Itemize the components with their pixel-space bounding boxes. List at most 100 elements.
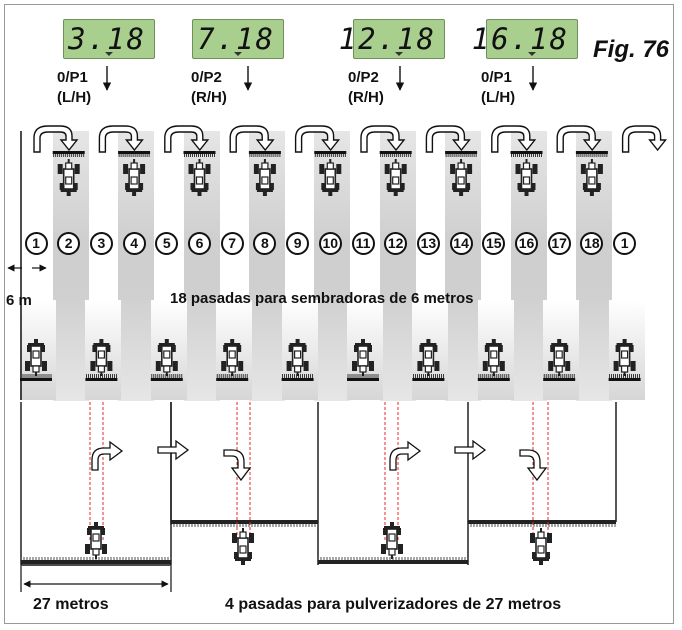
width-label: 6 m: [6, 292, 32, 309]
turn-arrow-icon: [223, 449, 252, 482]
seeder-bar-icon: [543, 378, 576, 381]
port-text: 0/P2: [348, 69, 379, 86]
tractor-seeder-icon: [253, 158, 277, 197]
pass-number: 6: [188, 232, 211, 255]
seeder-bar-icon: [118, 151, 151, 154]
pass-number: 3: [89, 232, 113, 255]
seeder-bar-icon: [575, 151, 608, 154]
side-text: (L/H): [57, 89, 92, 106]
display-marker-icon: [528, 52, 536, 56]
tractor-sprayer-icon: [231, 527, 255, 566]
tractor-seeder-icon: [580, 158, 604, 197]
port-label-2: 0/P2 (R/H): [191, 68, 227, 108]
pass-number: 12: [384, 232, 408, 255]
turn-arrow-icon: [91, 440, 124, 471]
side-text: (L/H): [481, 89, 516, 106]
seeder-bar-icon: [445, 151, 478, 154]
seeder-caption: 18 pasadas para sembradoras de 6 metros: [170, 290, 474, 307]
sprayer-width-label: 27 metros: [33, 596, 109, 613]
tractor-seeder-icon: [155, 338, 179, 377]
straight-arrow-icon: [454, 439, 487, 461]
lcd-display-3: 12.18: [339, 19, 445, 59]
tractor-seeder-icon: [285, 338, 310, 377]
pass-number: 5: [155, 232, 179, 255]
seeder-bar-icon: [85, 378, 118, 381]
pass-number: 2: [57, 232, 81, 255]
u-turn-arrow-icon: [294, 125, 341, 153]
tractor-seeder-icon: [547, 338, 572, 377]
u-turn-arrow-icon: [425, 125, 471, 153]
seeder-bar-icon: [412, 378, 445, 381]
tractor-seeder-icon: [416, 338, 441, 377]
tractor-sprayer-icon: [84, 521, 108, 560]
u-turn-arrow-icon: [229, 125, 275, 153]
port-text: 0/P1: [57, 69, 88, 86]
display-marker-icon: [105, 52, 113, 56]
tractor-seeder-icon: [514, 158, 539, 197]
tractor-seeder-icon: [89, 338, 114, 377]
tractor-seeder-icon: [449, 158, 473, 197]
tractor-seeder-icon: [383, 158, 408, 197]
seeder-bar-icon: [183, 151, 216, 154]
pass-number: 4: [122, 232, 146, 255]
turn-arrow-icon: [389, 440, 422, 471]
seeder-bar-icon: [314, 151, 347, 154]
pass-number: 16: [515, 232, 538, 255]
sprayer-boom-icon: [318, 560, 468, 564]
u-turn-arrow-icon: [360, 125, 406, 153]
figure-label: Fig. 76: [593, 36, 670, 63]
seeder-bar-icon: [150, 378, 183, 381]
sprayer-boom-icon: [21, 560, 171, 564]
pass-number: 13: [416, 232, 440, 255]
tractor-seeder-icon: [351, 338, 375, 377]
port-text: 0/P1: [481, 69, 512, 86]
lcd-value: 3.18: [68, 22, 146, 56]
pass-number: 1: [24, 232, 48, 255]
tractor-sprayer-icon: [380, 521, 404, 560]
side-text: (R/H): [348, 89, 384, 106]
tractor-seeder-icon: [56, 158, 81, 197]
port-label-3: 0/P2 (R/H): [348, 68, 384, 108]
pass-number: 8: [253, 232, 277, 255]
pass-number: 1: [613, 232, 637, 255]
seeder-bar-icon: [347, 378, 379, 381]
u-turn-arrow-icon: [164, 125, 210, 153]
pass-number: 18: [580, 232, 604, 255]
sprayer-boom-icon: [468, 520, 616, 524]
tractor-seeder-icon: [187, 158, 212, 197]
lcd-display-2: 7.18: [192, 19, 284, 59]
display-marker-icon: [395, 52, 403, 56]
lcd-display-4: 16.18: [472, 19, 578, 59]
u-turn-arrow-icon: [98, 125, 144, 153]
port-text: 0/P2: [191, 69, 222, 86]
lcd-display-1: 3.18: [63, 19, 155, 59]
pass-number: 15: [482, 232, 506, 255]
u-turn-arrow-icon: [556, 125, 602, 153]
lcd-value: 12.18: [338, 22, 436, 56]
seeder-bar-icon: [608, 378, 641, 381]
seeder-bar-icon: [510, 151, 543, 154]
seeder-bar-icon: [379, 151, 412, 154]
u-turn-arrow-icon: [491, 125, 537, 153]
port-label-4: 0/P1 (L/H): [481, 68, 515, 108]
seeder-bar-icon: [248, 151, 281, 154]
tractor-seeder-icon: [318, 158, 343, 197]
seeder-bar-icon: [20, 378, 52, 381]
u-turn-arrow-icon: [33, 125, 79, 153]
pass-number: 7: [220, 232, 244, 255]
figure-border: [4, 4, 674, 624]
side-text: (R/H): [191, 89, 227, 106]
turn-arrow-icon: [519, 449, 548, 482]
sprayer-caption: 4 pasadas para pulverizadores de 27 metr…: [225, 596, 562, 613]
tractor-seeder-icon: [220, 338, 244, 377]
lcd-value: 16.18: [471, 22, 569, 56]
seeder-bar-icon: [477, 378, 510, 381]
pass-number: 10: [318, 232, 342, 255]
pass-number: 14: [449, 232, 473, 255]
tractor-seeder-icon: [481, 338, 506, 377]
tractor-seeder-icon: [122, 158, 146, 197]
tractor-sprayer-icon: [529, 527, 553, 566]
tractor-seeder-icon: [24, 338, 48, 377]
